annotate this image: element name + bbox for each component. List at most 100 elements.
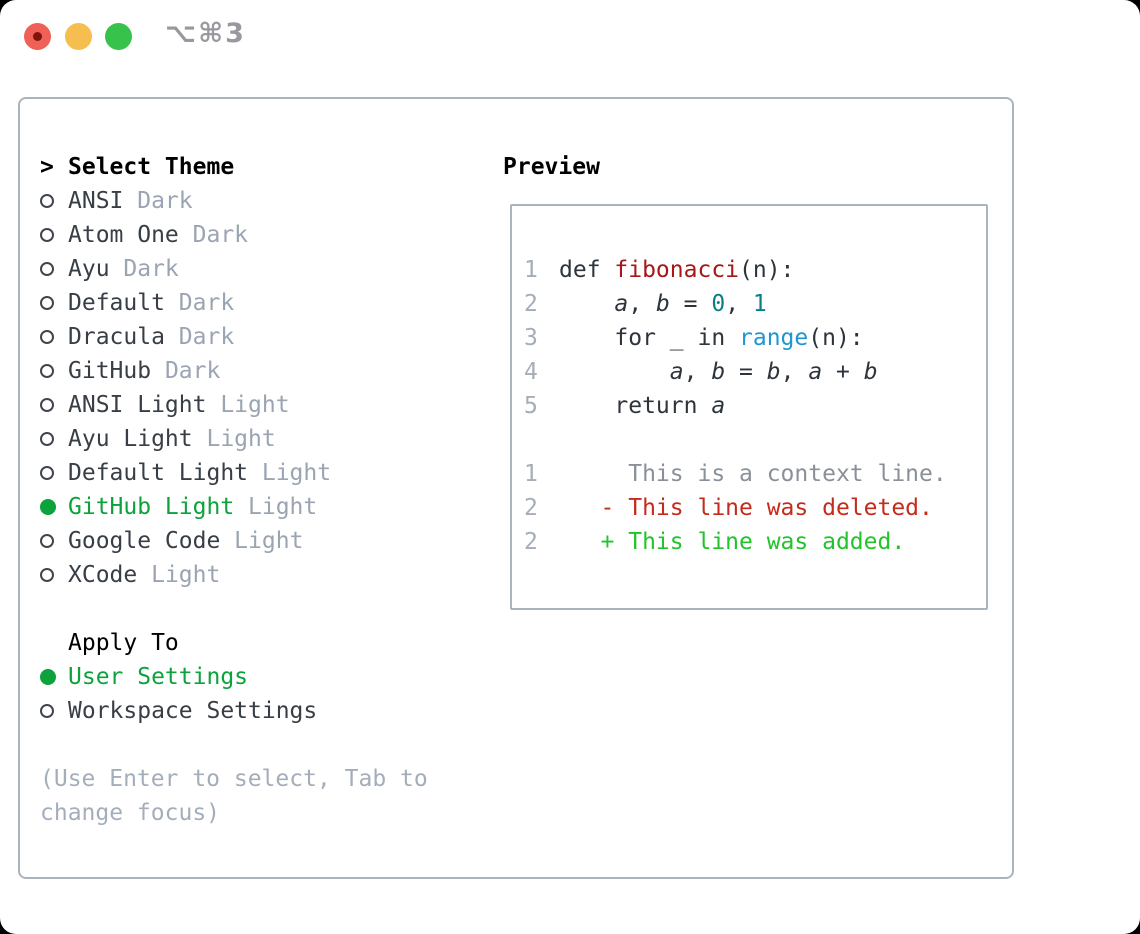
close-button-dot-icon [33,32,42,41]
code-token-plain: , [780,359,809,385]
code-line [524,423,986,457]
radio-unselected-icon [40,466,68,480]
code-token-plain: , [725,291,753,317]
code-token-var: b [711,359,726,385]
line-number: 2 [524,529,538,555]
minimize-button[interactable] [65,23,92,50]
titlebar: ⌥⌘3 [0,0,1140,75]
radio-unselected-icon [40,330,68,344]
line-number: 2 [524,495,538,521]
window-shortcut-label: ⌥⌘3 [165,18,246,49]
theme-option-ayu-light[interactable]: Ayu Light Light [40,422,490,456]
radio-unselected-icon [40,194,68,208]
code-token-plain: for _ in [559,325,740,351]
close-button[interactable] [24,23,51,50]
code-line: 1 This is a context line. [524,457,986,491]
theme-option-label: Atom One [68,222,179,248]
theme-option-github[interactable]: GitHub Dark [40,354,490,388]
theme-option-google-code[interactable]: Google Code Light [40,524,490,558]
theme-option-github-light[interactable]: GitHub Light Light [40,490,490,524]
code-token-plain: (n): [808,325,864,351]
theme-option-xcode[interactable]: XCode Light [40,558,490,592]
code-token-var: a [669,359,684,385]
code-token-func: fibonacci [614,257,740,283]
code-token-var: a [808,359,823,385]
code-line: 3 for _ in range(n): [524,321,986,355]
code-token-plain: return [559,393,712,419]
apply-option-label: User Settings [68,664,249,690]
code-token-number: 1 [752,291,767,317]
radio-unselected-icon [40,704,68,718]
line-number: 2 [524,291,538,317]
code-token-plain: + [822,359,864,385]
theme-variant-tag: Light [206,392,290,418]
radio-selected-icon [40,499,68,515]
radio-unselected-icon [40,534,68,548]
apply-option-user-settings[interactable]: User Settings [40,660,490,694]
radio-unselected-icon [40,262,68,276]
code-token-var: a [711,393,726,419]
theme-option-label: Google Code [68,528,221,554]
theme-option-ansi-light[interactable]: ANSI Light Light [40,388,490,422]
line-number: 3 [524,325,538,351]
radio-unselected-icon [40,398,68,412]
select-theme-title: Select Theme [68,154,235,180]
theme-option-dracula[interactable]: Dracula Dark [40,320,490,354]
radio-selected-icon [40,669,68,685]
radio-unselected-icon [40,296,68,310]
code-line: 4 a, b = b, a + b [524,355,986,389]
code-line: 2 - This line was deleted. [524,491,986,525]
line-number: 4 [524,359,538,385]
line-number: 1 [524,257,538,283]
theme-variant-tag: Dark [109,256,179,282]
theme-variant-tag: Dark [151,358,221,384]
code-line: 2 a, b = 0, 1 [524,287,986,321]
select-theme-header: > Select Theme [40,150,490,184]
theme-option-label: Dracula [68,324,165,350]
code-token-deleted: - This line was deleted. [559,495,933,521]
code-token-plain: , [628,291,656,317]
code-token-var: b [655,291,670,317]
theme-option-default-light[interactable]: Default Light Light [40,456,490,490]
spacer [40,592,490,626]
code-token-number: 0 [711,291,726,317]
theme-option-label: ANSI [68,188,124,214]
hint-line: (Use Enter to select, Tab to [40,766,428,792]
theme-variant-tag: Light [234,494,318,520]
zoom-button[interactable] [105,23,132,50]
theme-option-label: Default Light [68,460,249,486]
theme-option-ansi[interactable]: ANSI Dark [40,184,490,218]
code-token-plain [559,291,614,317]
code-token-added: + This line was added. [559,529,906,555]
code-token-plain [559,359,670,385]
theme-option-label: XCode [68,562,138,588]
radio-unselected-icon [40,568,68,582]
theme-variant-tag: Dark [164,290,235,316]
focus-chevron-icon: > [40,154,54,180]
line-number: 5 [524,393,538,419]
theme-option-label: Default [68,290,165,316]
theme-variant-tag: Light [220,528,304,554]
theme-option-ayu[interactable]: Ayu Dark [40,252,490,286]
theme-variant-tag: Dark [123,188,193,214]
apply-option-workspace-settings[interactable]: Workspace Settings [40,694,490,728]
radio-unselected-icon [40,364,68,378]
radio-unselected-icon [40,432,68,446]
theme-option-default[interactable]: Default Dark [40,286,490,320]
theme-option-label: GitHub [68,358,152,384]
code-token-plain: , [683,359,712,385]
theme-option-atom-one[interactable]: Atom One Dark [40,218,490,252]
theme-variant-tag: Light [248,460,332,486]
theme-variant-tag: Dark [178,222,249,248]
code-token-plain: = [725,359,767,385]
code-token-var: b [766,359,781,385]
theme-option-label: Ayu [68,256,110,282]
